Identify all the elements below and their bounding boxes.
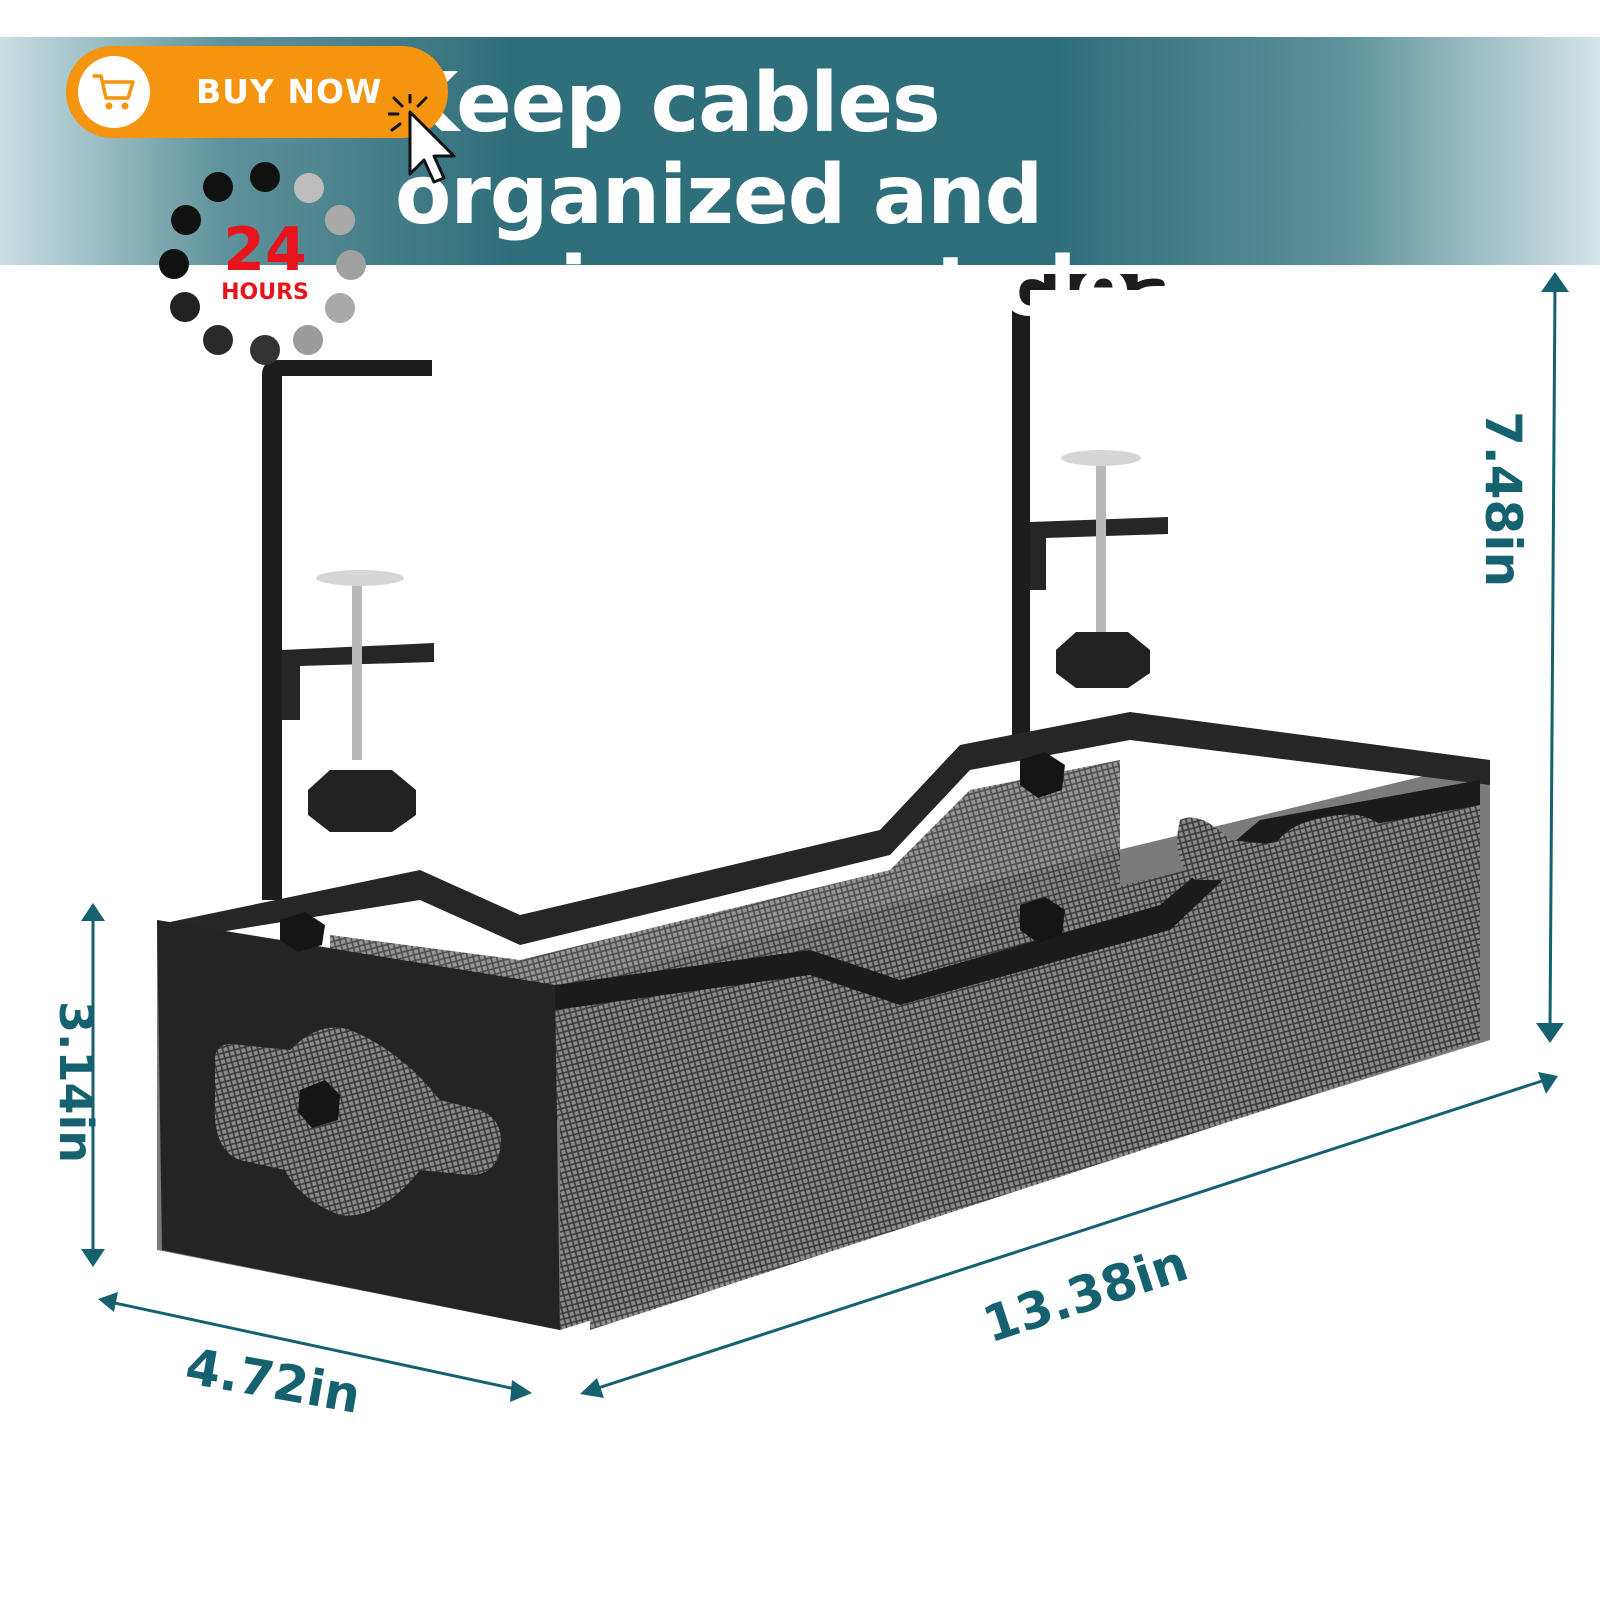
cursor-pointer-icon xyxy=(388,94,456,184)
buy-now-button[interactable]: BUY NOW xyxy=(66,46,448,138)
headline-line-2: environment clean xyxy=(395,240,1243,335)
headline-line-1: Keep cables organized and xyxy=(395,56,1043,243)
timer-unit: HOURS xyxy=(221,280,309,305)
dimension-height-label: 7.48in xyxy=(1474,410,1533,588)
tray-body xyxy=(157,712,1490,1330)
left-clamp xyxy=(262,360,434,900)
cart-icon-circle xyxy=(78,56,150,128)
headline: Keep cables organized and environment cl… xyxy=(395,58,1395,334)
loading-spinner-icon xyxy=(159,162,366,365)
buy-now-label: BUY NOW xyxy=(196,72,383,111)
right-clamp xyxy=(1012,274,1170,740)
timer-badge: 24 HOURS xyxy=(150,150,380,380)
dimension-lines xyxy=(81,272,1569,1402)
cart-icon xyxy=(92,74,135,110)
dimension-depth-height-label: 3.14in xyxy=(49,1000,104,1164)
timer-number: 24 xyxy=(223,215,307,285)
